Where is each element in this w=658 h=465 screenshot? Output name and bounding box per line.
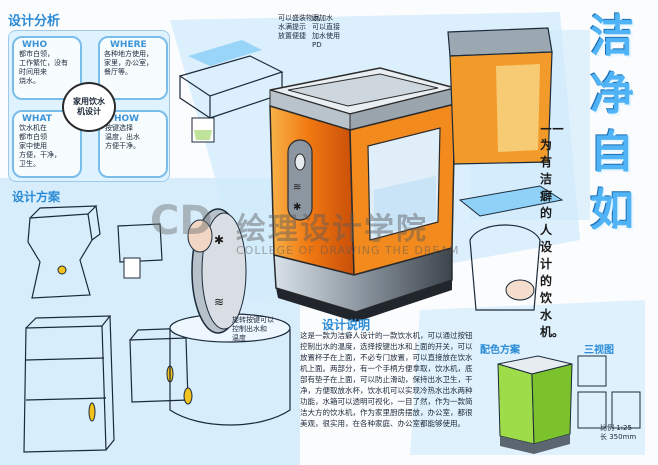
scale-note: 比例 1:25 bbox=[600, 424, 632, 432]
water-tank-sketch bbox=[447, 27, 553, 165]
dial-detail: ✱ ≋ bbox=[187, 208, 247, 334]
svg-text:✱: ✱ bbox=[214, 233, 224, 247]
top-notes-left: 可以盛装物品 水满提示 放置便捷 bbox=[278, 14, 320, 41]
note-line: PD bbox=[312, 41, 322, 49]
tagline: ——为有洁癖的人设计的饮水机。 bbox=[540, 121, 565, 339]
note-line: 水满提示 bbox=[278, 23, 306, 31]
three-views-heading-wrap: 三视图 bbox=[584, 338, 614, 357]
quad-line: 温度，出水 bbox=[105, 133, 140, 141]
quad-line: 家中使用 bbox=[19, 142, 47, 150]
description-box: 这是一款为洁癖人设计的一款饮水机，可以通过按钮控制出水的温度，选择按键出水和上面… bbox=[300, 330, 476, 460]
quad-heading: WHERE bbox=[110, 40, 147, 50]
quad-line: 都市白领 bbox=[19, 133, 47, 141]
analysis-where: WHERE 各种地方使用， 家里，办公室， 餐厅等。 bbox=[98, 36, 168, 100]
main-title: 洁净自如 bbox=[590, 11, 634, 236]
quad-line: 饮水机在 bbox=[19, 124, 47, 132]
quad-heading: WHO bbox=[22, 40, 48, 50]
description-text: 这是一款为洁癖人设计的一款饮水机，可以通过按钮控制出水的温度，选择按键出水和上面… bbox=[300, 331, 473, 428]
annotation-line: 控制出水和 bbox=[232, 325, 267, 333]
plan-heading: 设计方案 bbox=[12, 190, 61, 204]
analysis-heading: 设计分析 bbox=[8, 14, 61, 29]
description-heading-wrap: 设计说明 bbox=[322, 314, 370, 333]
quad-line: 时间用来 bbox=[19, 68, 47, 76]
color-scheme-heading-wrap: 配色方案 bbox=[480, 338, 520, 357]
analysis-who: WHO 都市白领， 工作繁忙，没有 时间用来 烧水。 bbox=[12, 36, 82, 100]
quad-line: 卫生。 bbox=[19, 160, 40, 168]
svg-text:✱: ✱ bbox=[293, 202, 301, 213]
hand-cup-sketch bbox=[458, 185, 564, 311]
quad-line: 都市白领， bbox=[19, 50, 54, 58]
note-line: 添加水 bbox=[312, 14, 333, 22]
analysis-heading-wrap: 设计分析 bbox=[8, 10, 166, 29]
analysis-center-circle: 家用饮水机设计 bbox=[62, 82, 116, 132]
quad-line: 方便干净。 bbox=[105, 142, 140, 150]
quad-line: 各种地方使用， bbox=[104, 50, 153, 58]
quad-line: 烧水。 bbox=[19, 77, 40, 85]
annotation-line: 旋转按键可以 bbox=[232, 316, 274, 324]
dim-note: 长 350mm bbox=[600, 433, 637, 441]
quad-line: 按键选择 bbox=[105, 124, 133, 132]
quad-heading: WHAT bbox=[22, 114, 52, 124]
main-dispenser-render: ≋ ✱ bbox=[269, 67, 456, 322]
svg-text:≋: ≋ bbox=[214, 295, 224, 309]
three-views-heading: 三视图 bbox=[584, 345, 614, 356]
quad-heading: HOW bbox=[114, 114, 140, 124]
note-line: 可以直接 bbox=[312, 23, 340, 31]
plan-heading-wrap: 设计方案 bbox=[12, 186, 60, 205]
quad-line: 工作繁忙，没有 bbox=[19, 59, 68, 67]
note-line: 可以盛装物品 bbox=[278, 14, 320, 22]
watermark-en: COLLEGE OF DRAWING THE DREAM bbox=[236, 244, 460, 257]
analysis-center-label: 家用饮水机设计 bbox=[73, 97, 105, 116]
note-line: 加水使用 bbox=[312, 32, 340, 40]
watermark-cn: 绘理设计学院 bbox=[236, 212, 428, 247]
svg-text:≋: ≋ bbox=[293, 182, 301, 193]
quad-line: 餐厅等。 bbox=[104, 68, 132, 76]
dial-annotation: 旋转按键可以 控制出水和 温度 bbox=[232, 316, 274, 343]
three-view-notes: 比例 1:25 长 350mm bbox=[600, 424, 636, 442]
color-scheme-heading: 配色方案 bbox=[480, 345, 520, 356]
tagline-wrap: ——为有洁癖的人设计的饮水机。 bbox=[540, 120, 565, 341]
three-view-drawing bbox=[577, 355, 641, 429]
green-variant-render bbox=[497, 355, 573, 454]
main-title-wrap: 洁净自如 bbox=[572, 8, 652, 240]
annotation-line: 温度 bbox=[232, 334, 246, 342]
quad-line: 家里，办公室， bbox=[104, 59, 153, 67]
quad-line: 方便，干净， bbox=[19, 151, 61, 159]
description-heading: 设计说明 bbox=[322, 318, 371, 332]
note-line: 放置便捷 bbox=[278, 32, 306, 40]
watermark-logo: CD bbox=[150, 198, 213, 244]
top-notes-right: 添加水 可以直接 加水使用 PD bbox=[312, 14, 340, 50]
